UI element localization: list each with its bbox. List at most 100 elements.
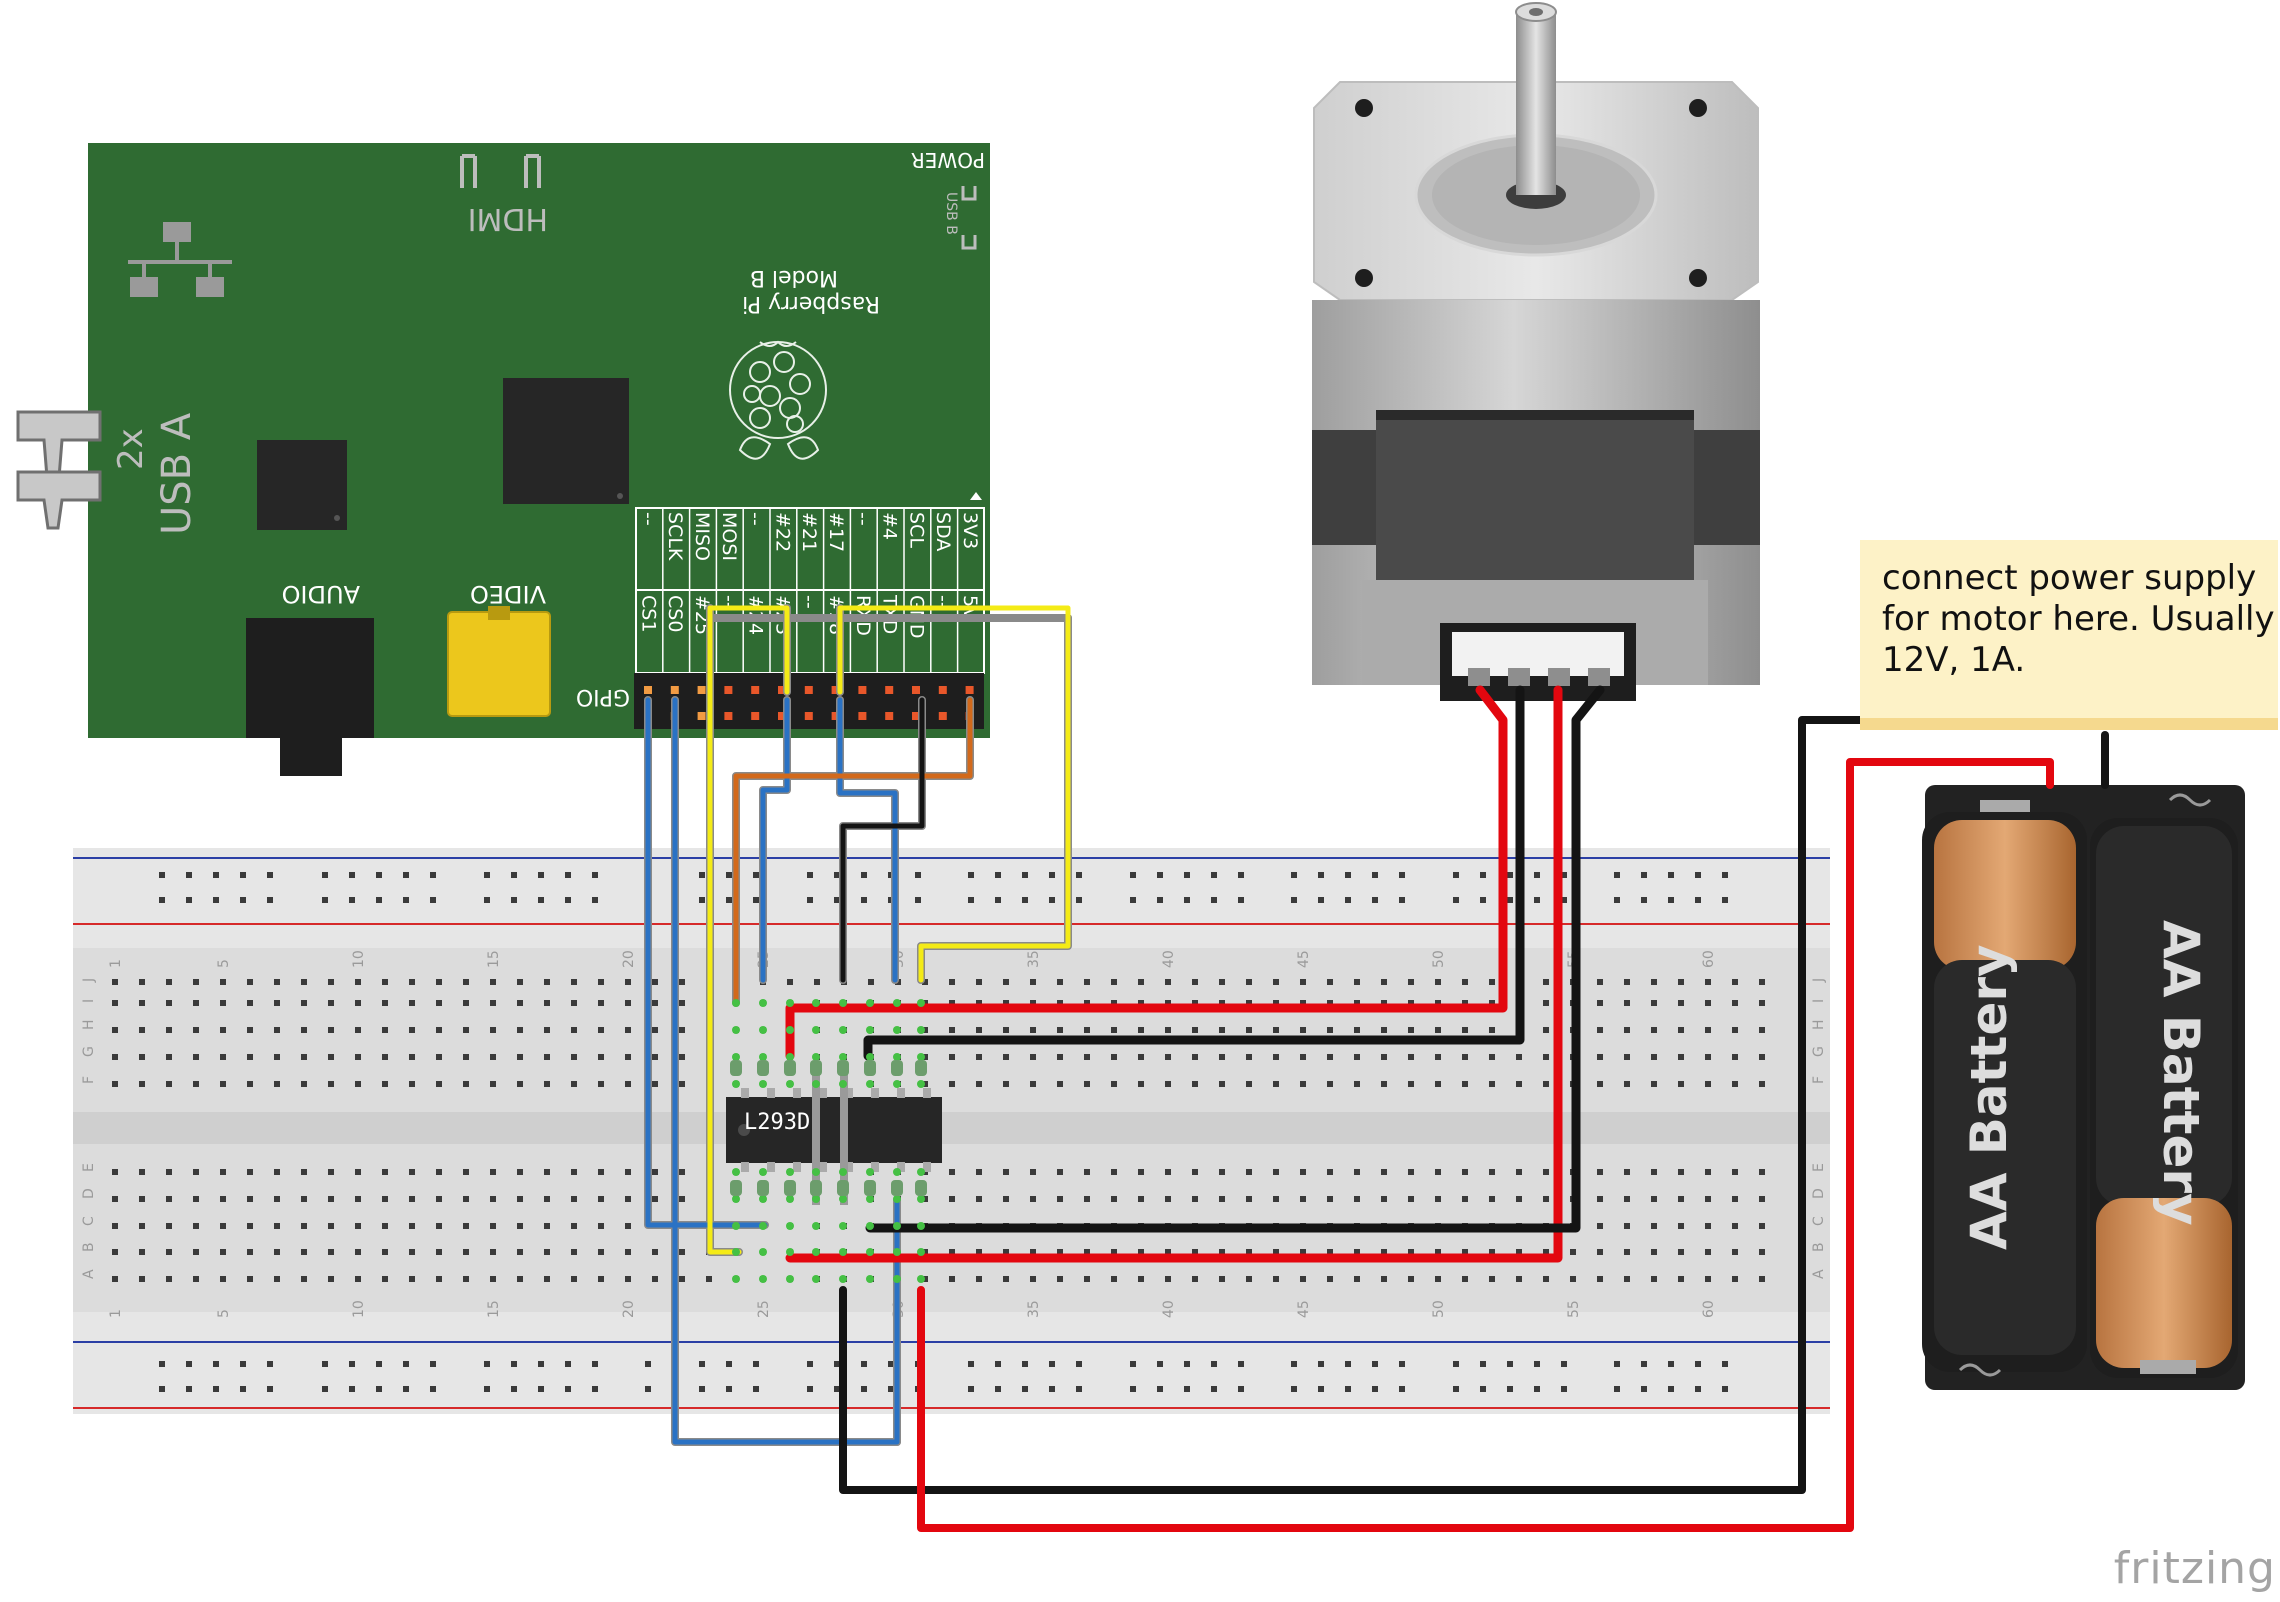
row-label-C: C: [1811, 1216, 1827, 1226]
wires: [644, 604, 2109, 1532]
gpio-top-label: #4: [879, 512, 901, 540]
supply-wire-black: [839, 716, 1866, 1494]
ethernet-network-icon: [128, 222, 232, 297]
gpio-header: [634, 673, 984, 729]
usb-a-line-2: USB A: [154, 412, 200, 535]
gpio-top-label: SDA: [932, 512, 954, 551]
connection-highlights: [730, 999, 927, 1283]
row-label-E: E: [1811, 1163, 1827, 1172]
col-label-top-40: 40: [1161, 950, 1177, 968]
chip-jumpers: [812, 1065, 848, 1205]
col-label-bottom-50: 50: [1431, 1300, 1447, 1318]
yellow-wire-a: [707, 605, 742, 1255]
row-label-H: H: [1811, 1019, 1827, 1030]
col-label-bottom-55: 55: [1566, 1300, 1582, 1318]
gpio-top-label: SCLK: [664, 512, 686, 561]
gpio-bottom-label: CS0: [664, 595, 686, 632]
blue-wire-24: [760, 697, 790, 983]
usb-controller-chip: [257, 440, 347, 530]
motor-wire-red-2: [785, 685, 1563, 1263]
col-label-top-50: 50: [1431, 950, 1447, 968]
col-label-bottom-20: 20: [621, 1300, 637, 1318]
stepper-motor: [1312, 2, 1760, 701]
fritzing-logo: fritzing: [2113, 1543, 2276, 1594]
battery-pack: AA Battery AA Battery: [1922, 785, 2245, 1390]
col-label-bottom-5: 5: [216, 1309, 232, 1318]
video-label: VIDEO: [470, 580, 546, 608]
gpio-top-label: --: [745, 512, 767, 526]
battery-cell-1-label: AA Battery: [1960, 944, 2018, 1250]
col-label-top-60: 60: [1701, 950, 1717, 968]
row-label-F: F: [1811, 1076, 1827, 1084]
hdmi-connector: [460, 154, 541, 188]
gpio-top-label: SCL: [905, 512, 927, 548]
col-label-top-20: 20: [621, 950, 637, 968]
gpio-top-label: 3V3: [959, 512, 981, 549]
battery-cell-2-label: AA Battery: [2152, 920, 2210, 1226]
col-label-bottom-25: 25: [756, 1300, 772, 1318]
breadboard-labels: 1155101015152020252530303535404045455050…: [81, 950, 1827, 1318]
row-label-B: B: [81, 1242, 97, 1252]
row-label-A: A: [81, 1269, 97, 1279]
gpio-top-label: #17: [825, 512, 847, 552]
col-label-top-1: 1: [108, 959, 124, 968]
col-label-top-10: 10: [351, 950, 367, 968]
note-text: connect power supply for motor here. Usu…: [1882, 558, 2275, 680]
row-label-A: A: [1811, 1269, 1827, 1279]
raspberry-logo: [729, 340, 827, 460]
motor-wire-red-1: [785, 685, 1508, 1061]
col-label-bottom-45: 45: [1296, 1300, 1312, 1318]
power-label: POWER: [911, 148, 985, 172]
row-label-I: I: [1811, 999, 1827, 1003]
gpio-bottom-label: CS1: [637, 595, 659, 632]
hdmi-label: HDMI: [468, 201, 548, 236]
usb-a-line-1: 2x: [111, 428, 151, 470]
motor-wire-black-1: [863, 685, 1525, 1061]
col-label-bottom-15: 15: [486, 1300, 502, 1318]
col-label-top-45: 45: [1296, 950, 1312, 968]
blue-wire-cs0: [672, 697, 900, 1445]
gpio-top-label: MISO: [691, 512, 713, 561]
blue-wire-17: [837, 697, 898, 983]
row-label-E: E: [81, 1163, 97, 1172]
gpio-bottom-label: --: [932, 595, 954, 609]
col-label-top-35: 35: [1026, 950, 1042, 968]
col-label-top-5: 5: [216, 959, 232, 968]
col-label-bottom-35: 35: [1026, 1300, 1042, 1318]
supply-wire-red: [917, 758, 2054, 1532]
col-label-bottom-1: 1: [108, 1309, 124, 1318]
breadboard: 1155101015152020252530303535404045455050…: [73, 848, 1830, 1414]
yellow-wire-top: [707, 605, 790, 695]
audio-label: AUDIO: [282, 580, 360, 608]
raspberry-pi-board: POWER USB B HDMI Raspberry Pi Model B 2x…: [16, 143, 990, 776]
col-label-bottom-60: 60: [1701, 1300, 1717, 1318]
gpio-top-label: #22: [771, 512, 793, 552]
l293d-chip: L293D: [726, 1088, 942, 1172]
row-label-C: C: [81, 1216, 97, 1226]
row-label-J: J: [81, 978, 97, 983]
col-label-bottom-10: 10: [351, 1300, 367, 1318]
black-wire-gnd: [840, 697, 925, 983]
orange-wire-5v: [733, 697, 973, 1006]
row-label-F: F: [81, 1076, 97, 1084]
gpio-label: GPIO: [576, 684, 630, 709]
gpio-top-label: --: [852, 512, 874, 526]
row-label-J: J: [1811, 978, 1827, 983]
row-label-D: D: [1811, 1188, 1827, 1199]
motor-wire-black-2: [865, 685, 1605, 1233]
usb-b-connector: [961, 186, 977, 250]
gpio-bottom-label: --: [798, 595, 820, 609]
model-line-1: Raspberry Pi: [742, 291, 880, 316]
soc-chip: [503, 378, 629, 504]
col-label-bottom-40: 40: [1161, 1300, 1177, 1318]
row-label-B: B: [1811, 1242, 1827, 1252]
video-rca-jack: [447, 611, 551, 717]
row-label-D: D: [81, 1188, 97, 1199]
chip-label: L293D: [744, 1110, 810, 1135]
row-label-G: G: [1811, 1046, 1827, 1057]
row-label-I: I: [81, 999, 97, 1003]
gpio-top-label: --: [637, 512, 659, 526]
blue-wire-cs1: [645, 697, 768, 1228]
gpio-bottom-label: --: [718, 595, 740, 609]
